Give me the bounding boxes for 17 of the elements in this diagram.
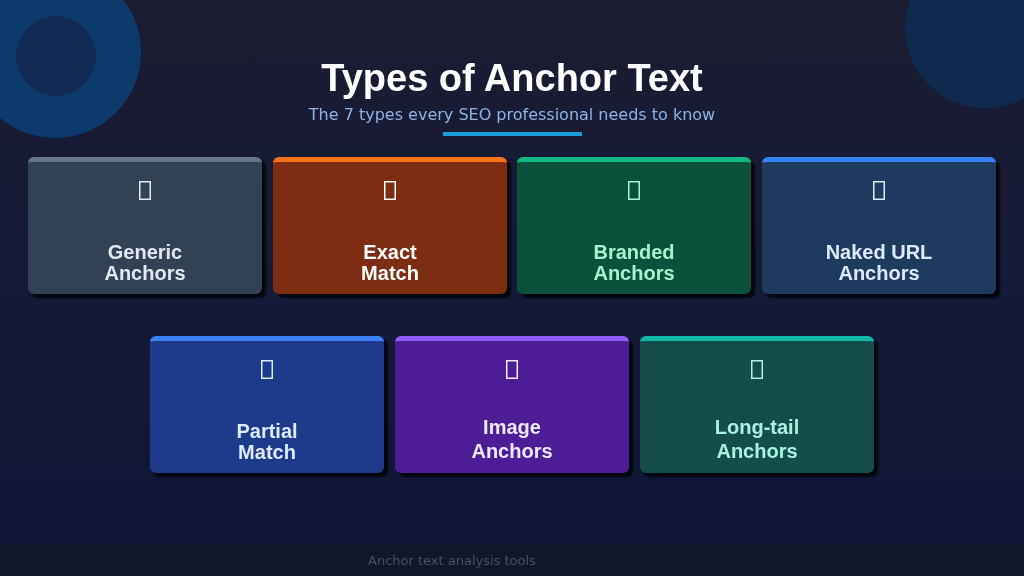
category-card [762, 157, 996, 294]
category-card [517, 157, 751, 294]
category-card [640, 336, 874, 473]
card-title: Image Anchors [470, 415, 554, 463]
card-title: Naked URL Anchors [824, 242, 934, 284]
card-title: Long-tail Anchors [713, 415, 801, 463]
category-card [150, 336, 384, 473]
category-card [273, 157, 507, 294]
card-title: Generic Anchors [103, 242, 187, 284]
footer-text: Anchor text analysis tools [368, 553, 536, 569]
title-text: Types of Anchor Text [321, 56, 703, 100]
card-title: Exact Match [360, 242, 420, 284]
card-title: Branded Anchors [592, 242, 676, 284]
category-card [395, 336, 629, 473]
card-title: Partial Match [235, 421, 299, 463]
subtitle-text: The 7 types every SEO professional needs to know [308, 105, 716, 125]
category-card [28, 157, 262, 294]
